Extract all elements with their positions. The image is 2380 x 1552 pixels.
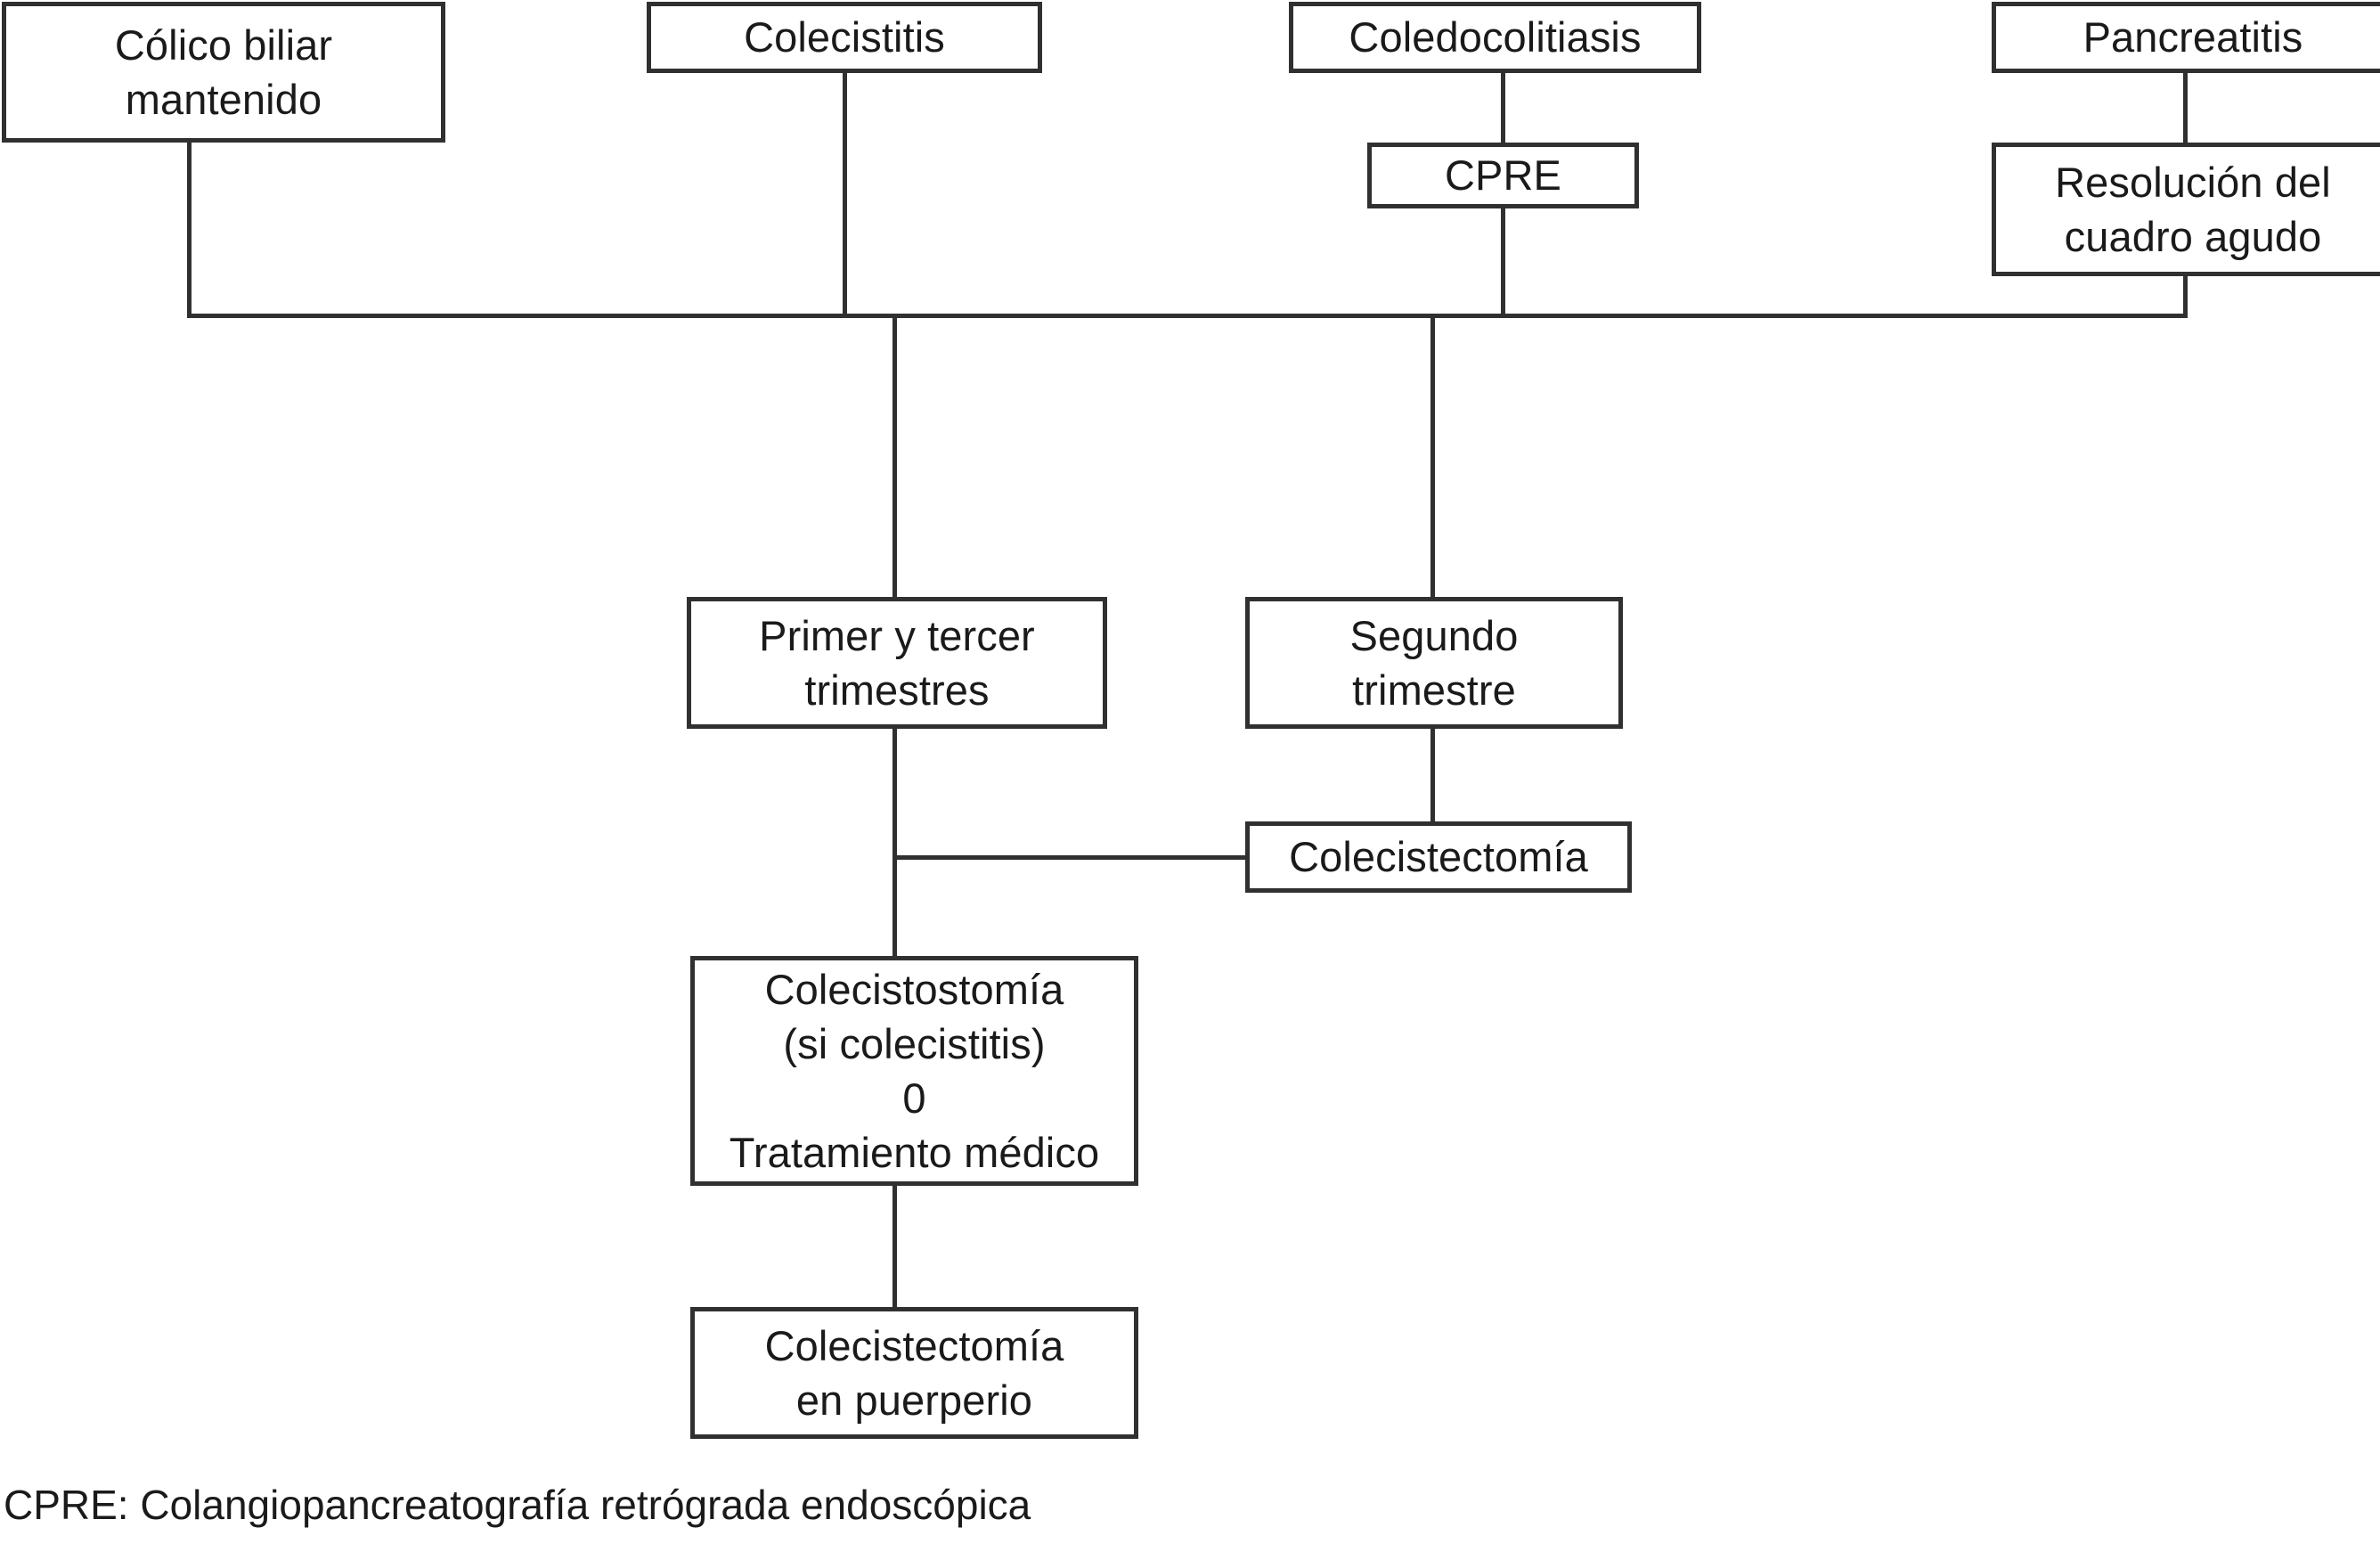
node-primer-y-tercer-trimestres: Primer y tercer trimestres	[687, 597, 1107, 729]
node-resolucion-cuadro-agudo: Resolución del cuadro agudo	[1992, 143, 2380, 276]
node-coledocolitiasis-label: Coledocolitiasis	[1349, 13, 1642, 61]
node-cpre: CPRE	[1367, 143, 1639, 208]
node-colecistitis: Colecistitis	[647, 2, 1042, 73]
edge-resolucion-to-bus	[2183, 274, 2188, 318]
node-pancreatitis-label: Pancreatitis	[2082, 13, 2303, 61]
edge-coledocolitiasis-to-cpre	[1501, 71, 1505, 144]
edge-colico-biliar-to-bus	[187, 141, 192, 318]
edge-pancreatitis-to-resolucion	[2183, 71, 2188, 144]
node-pancreatitis: Pancreatitis	[1992, 2, 2380, 73]
node-resolucion-cuadro-agudo-label: Resolución del cuadro agudo	[2055, 158, 2331, 260]
edge-cpre-to-bus	[1501, 207, 1505, 318]
node-coledocolitiasis: Coledocolitiasis	[1289, 2, 1701, 73]
edge-colecistostomia-to-puerperio	[892, 1184, 897, 1309]
edge-segundo-trimestre-to-colecistectomia	[1430, 727, 1435, 823]
edge-main-horizontal-bus	[187, 314, 2188, 318]
node-colecistectomia-label: Colecistectomía	[1289, 833, 1588, 881]
node-colico-biliar-mantenido-label: Cólico biliar mantenido	[114, 20, 333, 123]
edge-colecistectomia-to-trunk	[892, 855, 1247, 860]
node-colecistectomia-en-puerperio: Colecistectomía en puerperio	[690, 1307, 1138, 1439]
edge-bus-to-segundo-trimestre	[1430, 314, 1435, 599]
node-segundo-trimestre: Segundo trimestre	[1245, 597, 1623, 729]
node-colecistectomia: Colecistectomía	[1245, 821, 1632, 893]
footnote-cpre-abbreviation: CPRE: Colangiopancreatografía retrógrada…	[4, 1481, 1031, 1530]
footnote-text: CPRE: Colangiopancreatografía retrógrada…	[4, 1482, 1031, 1528]
node-colecistectomia-en-puerperio-label: Colecistectomía en puerperio	[764, 1321, 1064, 1424]
node-colecistitis-label: Colecistitis	[744, 13, 945, 61]
edge-colecistitis-to-bus	[843, 71, 847, 318]
edge-primer-tercer-trunk	[892, 727, 897, 958]
node-primer-y-tercer-trimestres-label: Primer y tercer trimestres	[759, 611, 1035, 714]
node-colico-biliar-mantenido: Cólico biliar mantenido	[2, 2, 445, 143]
node-colecistostomia: Colecistostomía (si colecistitis) 0 Trat…	[690, 956, 1138, 1186]
edge-bus-to-primer-tercer-trimestres	[892, 314, 897, 599]
node-colecistostomia-label: Colecistostomía (si colecistitis) 0 Trat…	[729, 965, 1100, 1177]
node-cpre-label: CPRE	[1445, 151, 1561, 200]
node-segundo-trimestre-label: Segundo trimestre	[1349, 611, 1519, 714]
